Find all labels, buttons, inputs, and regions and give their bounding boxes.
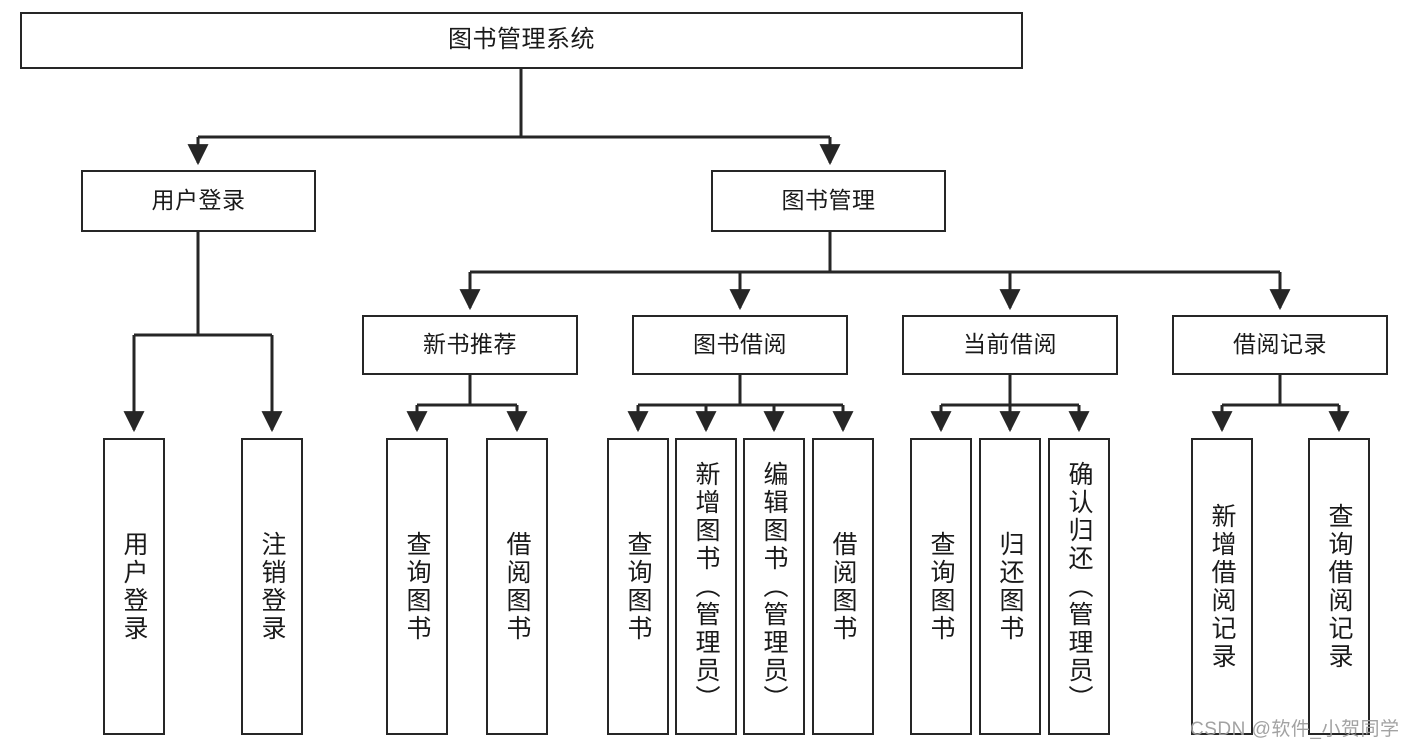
- node-label: 确认归还（管理员）: [1065, 460, 1093, 713]
- node-label: 用户登录: [151, 187, 246, 214]
- leaf-current-confirm-return-admin[interactable]: 确认归还（管理员）: [1048, 438, 1110, 735]
- leaf-current-return-book[interactable]: 归还图书: [979, 438, 1041, 735]
- node-book-management[interactable]: 图书管理: [711, 170, 946, 232]
- watermark-text: CSDN @软件_小贺同学: [1190, 719, 1400, 740]
- leaf-record-query-record[interactable]: 查询借阅记录: [1308, 438, 1370, 735]
- node-label: 图书管理系统: [448, 26, 595, 54]
- leaf-borrow-edit-book-admin[interactable]: 编辑图书（管理员）: [743, 438, 805, 735]
- node-borrow-record[interactable]: 借阅记录: [1172, 315, 1388, 375]
- node-book-borrow[interactable]: 图书借阅: [632, 315, 848, 375]
- leaf-user-login-login[interactable]: 用户登录: [103, 438, 165, 735]
- node-label: 查询图书: [927, 530, 955, 643]
- node-label: 归还图书: [996, 530, 1024, 643]
- node-current-borrow[interactable]: 当前借阅: [902, 315, 1118, 375]
- node-label: 查询图书: [403, 530, 431, 643]
- leaf-borrow-add-book-admin[interactable]: 新增图书（管理员）: [675, 438, 737, 735]
- node-label: 图书管理: [781, 187, 876, 214]
- node-label: 借阅图书: [503, 530, 531, 643]
- node-label: 查询图书: [624, 530, 652, 643]
- node-new-book-recommend[interactable]: 新书推荐: [362, 315, 578, 375]
- leaf-current-query-book[interactable]: 查询图书: [910, 438, 972, 735]
- node-label: 新书推荐: [423, 331, 517, 358]
- node-label: 借阅图书: [829, 530, 857, 643]
- leaf-recommend-query-book[interactable]: 查询图书: [386, 438, 448, 735]
- node-label: 图书借阅: [693, 331, 787, 358]
- node-root-system[interactable]: 图书管理系统: [20, 12, 1023, 69]
- node-label: 查询借阅记录: [1325, 502, 1353, 671]
- node-label: 新增借阅记录: [1208, 502, 1236, 671]
- node-label: 用户登录: [120, 530, 148, 643]
- node-label: 借阅记录: [1233, 331, 1327, 358]
- node-label: 当前借阅: [963, 331, 1057, 358]
- leaf-borrow-borrow-book[interactable]: 借阅图书: [812, 438, 874, 735]
- leaf-record-add-record[interactable]: 新增借阅记录: [1191, 438, 1253, 735]
- node-user-login[interactable]: 用户登录: [81, 170, 316, 232]
- leaf-user-login-logout[interactable]: 注销登录: [241, 438, 303, 735]
- leaf-recommend-borrow-book[interactable]: 借阅图书: [486, 438, 548, 735]
- node-label: 新增图书（管理员）: [692, 460, 720, 713]
- leaf-borrow-query-book[interactable]: 查询图书: [607, 438, 669, 735]
- node-label: 编辑图书（管理员）: [760, 460, 788, 713]
- node-label: 注销登录: [258, 530, 286, 643]
